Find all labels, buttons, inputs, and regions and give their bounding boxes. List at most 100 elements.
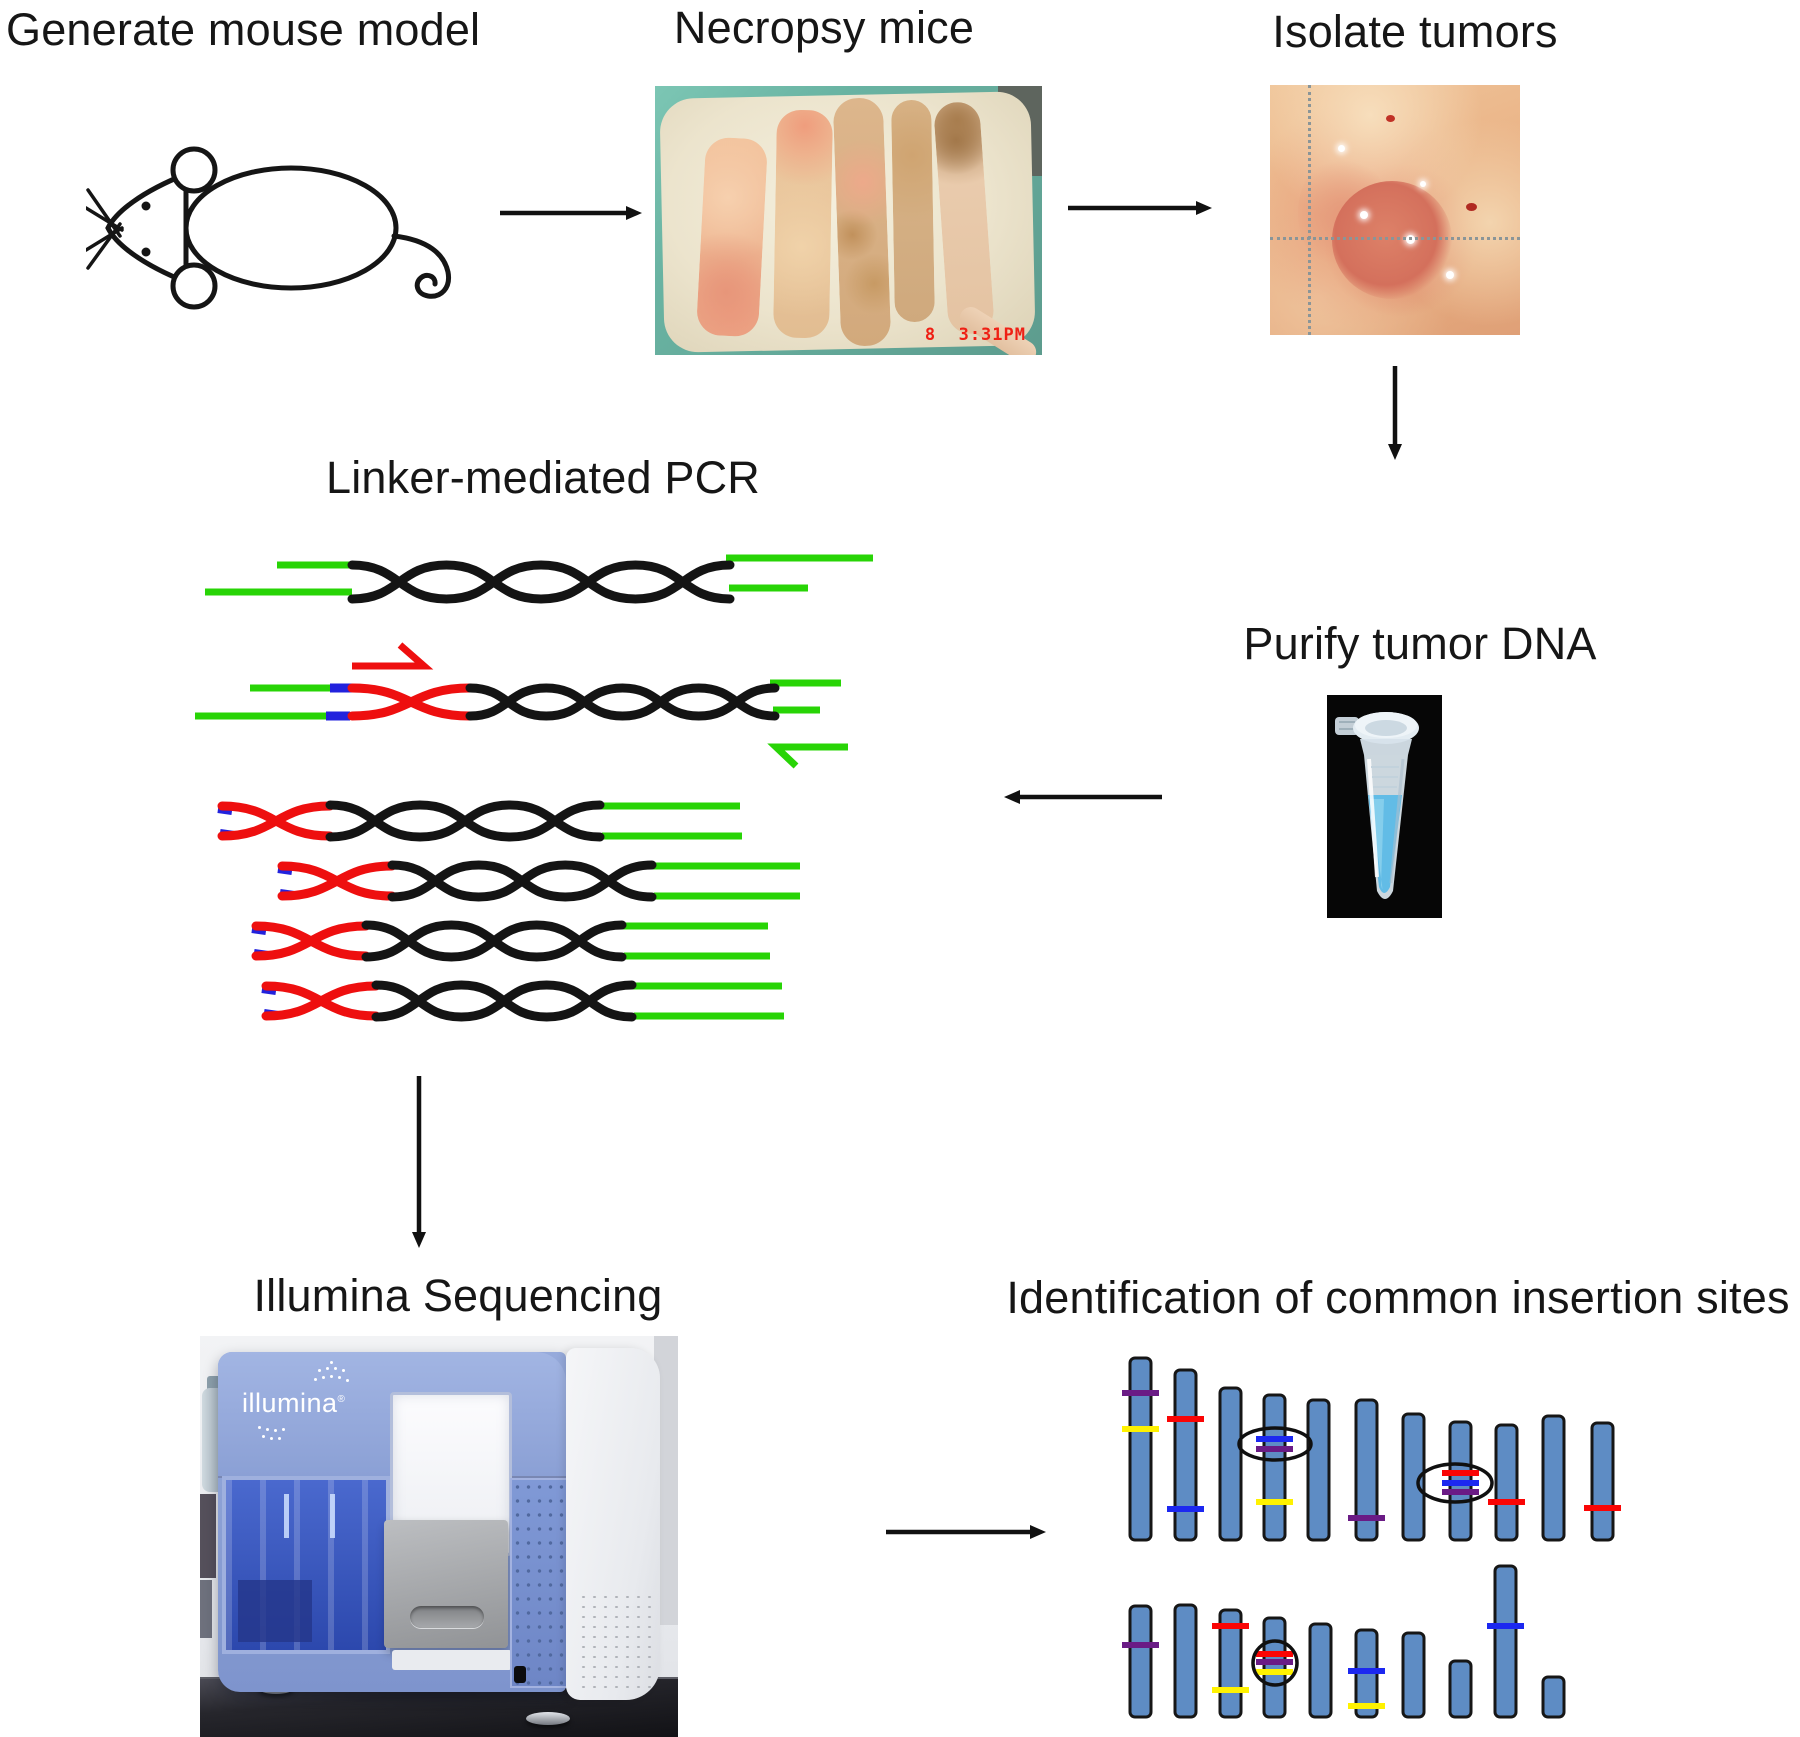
red-dna-duplex [261,981,381,1021]
power-switch [514,1666,526,1683]
crosshair-vertical [1308,85,1311,335]
side-panel [566,1348,660,1700]
flow-arrow [1068,201,1212,215]
chromosome-bar [1212,1608,1249,1719]
common-insertion-site-circle [1251,1639,1299,1687]
chromosome-bar [1218,1386,1243,1542]
black-dna-duplex [361,920,627,962]
black-dna-duplex [347,560,735,604]
chromosome-bar [1487,1564,1524,1719]
intestine-specimen [695,136,769,338]
adapter-tip [253,949,269,959]
shelf-item [200,1580,212,1638]
perforated-panel [510,1478,570,1688]
chromosome-bar [1488,1423,1525,1542]
adapter-tip [217,805,233,815]
step-title-purify-tumor-dna: Purify tumor DNA [1243,618,1597,669]
blood-spot [1466,203,1477,211]
chromosome-bar [1308,1622,1333,1719]
reagent-tube [330,1494,335,1538]
chromosome-bar [1122,1604,1159,1719]
red-dna-duplex [347,683,475,721]
mouse-body [183,165,399,291]
glare-highlight [1420,181,1426,187]
black-dna-duplex [325,800,605,842]
chromosome-bar [1584,1421,1621,1542]
machine-foot [526,1712,570,1725]
chromosome-bar [1448,1659,1473,1719]
sequencer-photo: illumina® [200,1336,678,1737]
chromosome-bar [1442,1420,1479,1542]
chromosome-bar [1306,1398,1331,1542]
chromosome-bar [1256,1393,1293,1542]
common-insertion-site-circle [1416,1462,1494,1504]
flow-arrow [886,1525,1046,1539]
shelf-item [200,1494,216,1578]
red-dna-duplex [277,861,397,901]
mouse-eye [141,201,151,211]
mouse-tail [391,233,452,299]
illumina-sequencer: illumina® [218,1348,660,1704]
intestine-specimen [773,109,833,339]
adapter-tip [219,829,235,839]
mouse-head [105,170,189,286]
adapter-tip [251,925,267,935]
mouse-eye [141,247,151,257]
chromosome-bar [1401,1412,1426,1542]
blood-spot [1386,115,1395,122]
mouse-drawing [86,146,452,310]
reagent-window [222,1476,390,1654]
flow-arrow [1388,366,1402,460]
chromosome-bar [1541,1675,1566,1719]
flow-arrow [500,206,642,220]
mouse-ear [170,146,218,194]
chromosome-bar [1348,1398,1385,1542]
chromosome-bar [1541,1414,1566,1542]
flow-arrow [412,1076,426,1248]
microcentrifuge-tube [1327,695,1442,918]
chromosome-bar [1173,1603,1198,1719]
chromosome-bar [1348,1628,1385,1719]
fluidics-block [238,1580,312,1642]
step-title-necropsy-mice: Necropsy mice [673,2,975,53]
adapter-tip [263,1009,279,1019]
tumor-photo [1270,85,1520,335]
glare-highlight [1338,145,1345,152]
step-title-isolate-tumors: Isolate tumors [1272,6,1558,57]
logo-dots [314,1378,317,1381]
step-title-generate-mouse-model: Generate mouse model [6,4,481,55]
intestine-specimen [832,97,892,347]
red-dna-duplex [251,921,371,961]
red-dna-duplex [217,801,335,841]
illumina-logo: illumina® [242,1388,345,1419]
step-title-identification-cis: Identification of common insertion sites [1006,1272,1790,1323]
vent-grille [578,1592,652,1688]
crosshair-horizontal [1270,237,1520,240]
black-dna-duplex [465,683,780,721]
mouse-whiskers [86,188,124,270]
common-insertion-site-circle [1237,1426,1313,1462]
photo-timestamp: 8 3:31PM [924,325,1026,345]
adapter-tip [261,985,277,995]
adapter-tip [279,889,295,899]
step-title-illumina-sequencing: Illumina Sequencing [253,1270,663,1321]
dna-tube-photo [1327,695,1442,918]
mouse-ear [170,262,218,310]
brand-text: illumina [242,1388,338,1418]
glare-highlight [1446,271,1454,279]
glare-highlight [1360,211,1368,219]
necropsy-photo: 8 3:31PM [655,86,1042,355]
flow-arrow [1004,790,1162,804]
intestine-specimen [891,99,935,323]
reagent-tube [284,1494,289,1538]
brand-mark: ® [337,1394,346,1405]
step-title-linker-mediated-pcr: Linker-mediated PCR [326,452,760,503]
chromosome-bar [1122,1356,1159,1542]
access-door [384,1520,508,1648]
door-sill [392,1650,512,1670]
red-primer [352,642,434,670]
black-dna-duplex [387,860,657,902]
adapter-tip [277,865,293,875]
tumor-mass [1332,181,1452,299]
